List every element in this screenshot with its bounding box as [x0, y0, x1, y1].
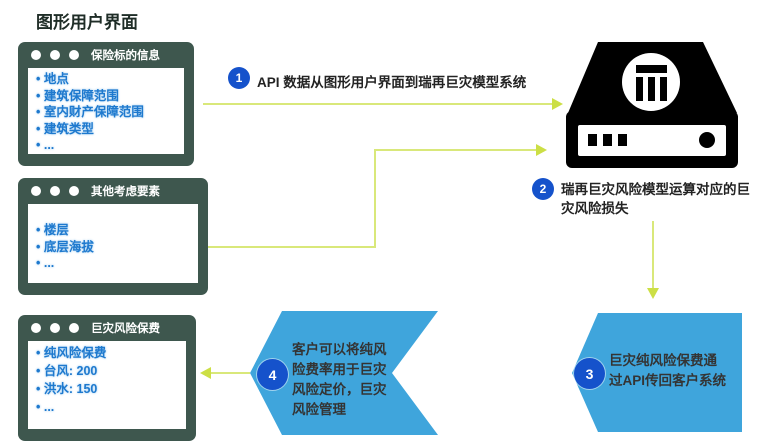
window-insured-info: 保险标的信息 地点 建筑保障范围 室内财产保障范围 建筑类型 ... — [18, 42, 194, 166]
arrow-gui-to-server — [203, 98, 563, 110]
step-1-badge: 1 — [228, 67, 250, 89]
arrow-head-icon — [552, 98, 563, 110]
step-2-label: 瑞再巨灾风险模型运算对应的巨灾风险损失 — [561, 182, 750, 216]
list-item: 地点 — [36, 71, 180, 88]
step-4-badge: 4 — [257, 359, 288, 390]
arrow-step4-to-premium-box — [200, 367, 250, 379]
page-title: 图形用户界面 — [36, 13, 138, 32]
step-2-badge: 2 — [532, 178, 554, 200]
list-item: 洪水: 150 — [36, 380, 182, 398]
chevron-step3-shape — [572, 313, 742, 432]
list-item: 楼层 — [36, 222, 194, 239]
window-content: 纯风险保费 台风: 200 洪水: 150 ... — [28, 341, 186, 429]
window-cat-premium: 巨灾风险保费 纯风险保费 台风: 200 洪水: 150 ... — [18, 315, 196, 441]
arrow-head-icon — [536, 144, 547, 156]
window-control-dot-icon — [50, 323, 60, 333]
window-title: 保险标的信息 — [91, 50, 160, 62]
window-control-dot-icon — [31, 323, 41, 333]
bullet-list: 楼层 底层海拔 ... — [28, 204, 198, 272]
list-item: ... — [36, 398, 182, 416]
list-item: 建筑类型 — [36, 121, 180, 138]
step-3-badge: 3 — [574, 358, 605, 389]
window-titlebar: 巨灾风险保费 — [18, 315, 196, 341]
step-4-label: 客户可以将纯风险费率用于巨灾风险定价，巨灾风险管理 — [292, 342, 387, 417]
step-1-label: API 数据从图形用户界面到瑞再巨灾模型系统 — [257, 75, 527, 90]
bullet-list: 地点 建筑保障范围 室内财产保障范围 建筑类型 ... — [28, 68, 184, 154]
list-item: 纯风险保费 — [36, 344, 182, 362]
window-other-factors: 其他考虑要素 楼层 底层海拔 ... — [18, 178, 208, 295]
arrow-server-to-step3 — [647, 221, 659, 299]
list-item: 建筑保障范围 — [36, 88, 180, 105]
window-control-dot-icon — [31, 186, 41, 196]
window-content: 地点 建筑保障范围 室内财产保障范围 建筑类型 ... — [28, 68, 184, 154]
window-title: 其他考虑要素 — [91, 186, 160, 198]
list-item: ... — [36, 137, 180, 154]
arrow-head-icon — [200, 367, 211, 379]
list-item: 室内财产保障范围 — [36, 104, 180, 121]
list-item: ... — [36, 255, 194, 272]
list-item: 底层海拔 — [36, 239, 194, 256]
window-control-dot-icon — [69, 323, 79, 333]
window-control-dot-icon — [69, 50, 79, 60]
step-3-label: 巨灾纯风险保费通过API传回客户系统 — [609, 353, 727, 388]
window-control-dot-icon — [50, 50, 60, 60]
window-title: 巨灾风险保费 — [91, 323, 160, 335]
list-item: 台风: 200 — [36, 362, 182, 380]
window-control-dot-icon — [31, 50, 41, 60]
bullet-list: 纯风险保费 台风: 200 洪水: 150 ... — [28, 341, 186, 416]
window-control-dot-icon — [69, 186, 79, 196]
window-titlebar: 其他考虑要素 — [18, 178, 208, 204]
window-content: 楼层 底层海拔 ... — [28, 204, 198, 283]
window-control-dot-icon — [50, 186, 60, 196]
chevron-step4-shape — [250, 311, 438, 435]
window-titlebar: 保险标的信息 — [18, 42, 194, 68]
server-icon — [566, 42, 738, 168]
arrow-factors-to-server — [208, 144, 547, 248]
arrow-head-icon — [647, 288, 659, 299]
